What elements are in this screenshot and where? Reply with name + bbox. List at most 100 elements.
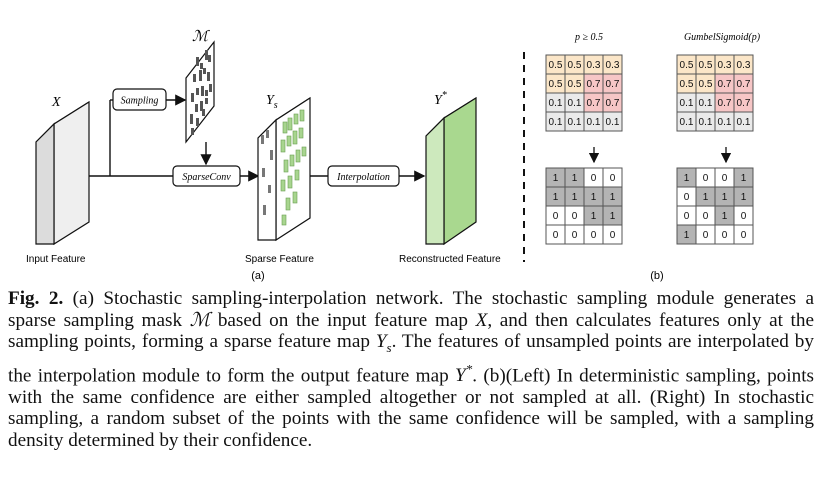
input-feature-label: Input Feature xyxy=(26,254,86,265)
sparse-feature-label: Sparse Feature xyxy=(245,254,314,265)
left-mask-value: 1 xyxy=(610,211,616,222)
left-mask-cell xyxy=(602,224,623,245)
left-confidence-value: 0.7 xyxy=(606,79,620,90)
left-confidence-value: 0.5 xyxy=(549,60,563,71)
right-confidence-value: 0.1 xyxy=(699,98,713,109)
right-confidence-value: 0.5 xyxy=(680,60,694,71)
right-mask-value: 0 xyxy=(741,230,747,241)
right-mask-value: 1 xyxy=(722,211,728,222)
panel-b-tag: (b) xyxy=(650,270,663,282)
right-confidence-value: 0.5 xyxy=(699,79,713,90)
sampling-mask xyxy=(185,40,215,144)
ystar-symbol: Y* xyxy=(434,90,447,108)
right-confidence-cell xyxy=(733,111,754,132)
right-confidence-value: 0.7 xyxy=(718,79,732,90)
left-mask-value: 0 xyxy=(553,230,559,241)
caption-mask-symbol: ℳ xyxy=(189,309,211,331)
right-confidence-value: 0.7 xyxy=(737,79,751,90)
panel-a: X Sampling xyxy=(26,29,501,282)
caption-part-5: . (b)(Left) In deterministic sampling, p… xyxy=(8,365,814,451)
left-mask-value: 0 xyxy=(610,173,616,184)
down-arrows xyxy=(588,147,732,164)
mask-symbol: ℳ xyxy=(192,29,210,45)
left-mask-value: 0 xyxy=(610,230,616,241)
left-confidence-cell xyxy=(602,111,623,132)
right-confidence-value: 0.1 xyxy=(699,117,713,128)
caption-part-4: . The features of unsampled points are i… xyxy=(8,331,814,386)
left-mask-value: 1 xyxy=(610,192,616,203)
left-header: p ≥ 0.5 xyxy=(574,32,603,43)
right-mask-value: 0 xyxy=(703,211,709,222)
left-mask-value: 0 xyxy=(572,230,578,241)
left-confidence-value: 0.7 xyxy=(587,79,601,90)
sparseconv-box: SparseConv xyxy=(172,165,241,187)
left-confidence-value: 0.1 xyxy=(606,117,620,128)
right-mask-value: 1 xyxy=(684,230,690,241)
x-symbol: X xyxy=(51,95,61,110)
right-confidence-value: 0.3 xyxy=(737,60,751,71)
left-confidence-value: 0.5 xyxy=(568,60,582,71)
right-confidence-value: 0.7 xyxy=(718,98,732,109)
reconstructed-feature-label: Reconstructed Feature xyxy=(399,254,501,265)
sparse-feature-block xyxy=(257,96,311,242)
left-confidence-value: 0.5 xyxy=(568,79,582,90)
right-confidence-value: 0.1 xyxy=(718,117,732,128)
right-mask-value: 1 xyxy=(722,192,728,203)
right-header: GumbelSigmoid(p) xyxy=(684,32,761,43)
caption-part-3: , and then calculates features only at t… xyxy=(8,309,814,353)
right-mask-value: 1 xyxy=(741,192,747,203)
right-mask-value: 1 xyxy=(741,173,747,184)
sampling-label: Sampling xyxy=(121,96,159,107)
sparseconv-label: SparseConv xyxy=(182,172,231,183)
left-mask-value: 0 xyxy=(572,211,578,222)
figure-caption: Fig. 2. (a) Stochastic sampling-interpol… xyxy=(8,288,814,451)
right-mask-value: 0 xyxy=(741,211,747,222)
left-mask-value: 1 xyxy=(572,192,578,203)
right-confidence-value: 0.1 xyxy=(680,117,694,128)
right-mask-value: 0 xyxy=(703,230,709,241)
right-mask-value: 0 xyxy=(703,173,709,184)
left-confidence-value: 0.7 xyxy=(587,98,601,109)
right-mask-cell xyxy=(733,224,754,245)
right-confidence-value: 0.3 xyxy=(718,60,732,71)
right-confidence-value: 0.7 xyxy=(737,98,751,109)
right-confidence-value: 0.1 xyxy=(737,117,751,128)
caption-label: Fig. 2. xyxy=(8,288,64,309)
left-mask-value: 1 xyxy=(591,192,597,203)
panel-a-tag: (a) xyxy=(251,270,264,282)
right-mask-value: 0 xyxy=(722,173,728,184)
left-mask-value: 1 xyxy=(591,211,597,222)
left-mask-value: 1 xyxy=(553,192,559,203)
left-confidence-value: 0.1 xyxy=(549,117,563,128)
ys-symbol: Ys xyxy=(266,93,278,111)
interpolation-box: Interpolation xyxy=(327,165,400,187)
left-mask-value: 0 xyxy=(591,173,597,184)
reconstructed-feature-block xyxy=(425,96,477,246)
caption-part-1: (a) Stochastic sampling-interpolation ne… xyxy=(8,288,814,331)
left-confidence-value: 0.3 xyxy=(606,60,620,71)
left-confidence-value: 0.1 xyxy=(549,98,563,109)
caption-x-symbol: X xyxy=(475,309,488,331)
right-mask-value: 1 xyxy=(703,192,709,203)
right-mask-value: 0 xyxy=(684,211,690,222)
right-confidence-value: 0.5 xyxy=(699,60,713,71)
left-confidence-value: 0.5 xyxy=(549,79,563,90)
right-mask-value: 0 xyxy=(722,230,728,241)
caption-part-2: based on the input feature map xyxy=(210,309,476,331)
interpolation-label: Interpolation xyxy=(336,172,390,183)
left-mask-value: 1 xyxy=(553,173,559,184)
left-confidence-value: 0.3 xyxy=(587,60,601,71)
caption-ys-symbol: Ys xyxy=(375,331,392,356)
left-mask-value: 0 xyxy=(553,211,559,222)
left-confidence-value: 0.1 xyxy=(568,117,582,128)
left-mask-value: 0 xyxy=(591,230,597,241)
right-confidence-value: 0.5 xyxy=(680,79,694,90)
right-confidence-value: 0.1 xyxy=(680,98,694,109)
caption-ystar-symbol: Y* xyxy=(455,361,473,386)
right-mask-value: 1 xyxy=(684,173,690,184)
right-confidence-grid: 0.5 0.5 0.3 0.3 0.5 0.5 0.7 0.7 0.1 0.1 0.7 0.7 0.1 0… xyxy=(676,54,754,132)
connector-lines xyxy=(89,94,426,182)
